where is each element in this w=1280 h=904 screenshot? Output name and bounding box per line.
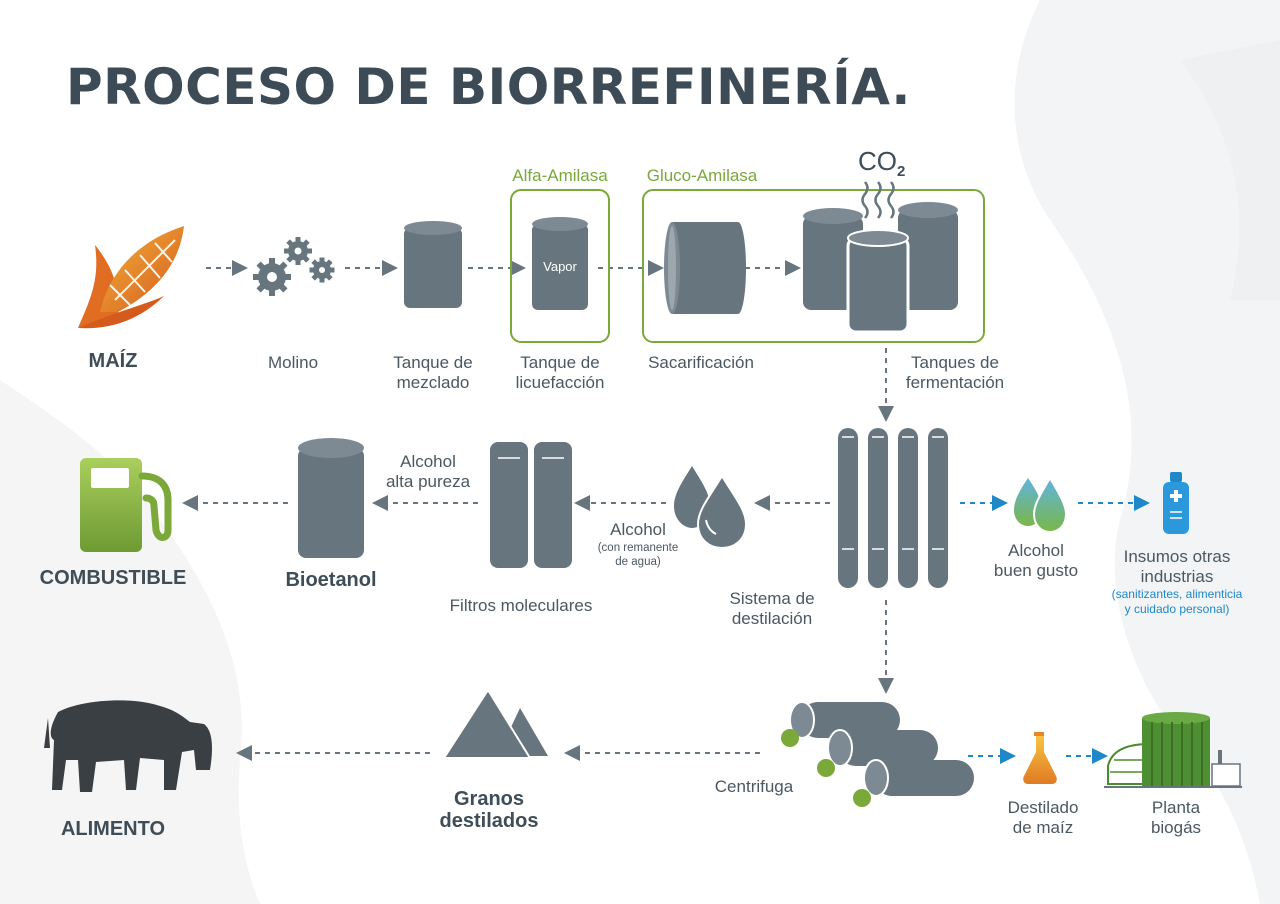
biogas-plant-icon <box>1104 712 1242 788</box>
bioethanol-tank-icon <box>298 438 364 558</box>
flask-icon <box>1023 732 1057 784</box>
maiz-label: MAÍZ <box>88 350 138 372</box>
centrifuge-icon <box>781 701 974 807</box>
cow-icon <box>44 700 212 792</box>
flow-arrows-row2 <box>182 495 894 694</box>
bioetanol-label: Bioetanol <box>285 569 377 591</box>
fermentation-tanks-icon <box>803 202 958 334</box>
combustible-label: COMBUSTIBLE <box>39 567 187 589</box>
molecular-filters-icon <box>490 442 572 568</box>
sacarificacion-label: Sacarificación <box>648 353 754 372</box>
centrifuga-label: Centrifuga <box>714 777 794 796</box>
molino-label: Molino <box>267 353 319 372</box>
distillation-columns-icon <box>838 428 948 588</box>
bottle-icon <box>1163 472 1189 534</box>
alcohol-buen-gusto-drops-icon <box>1014 475 1068 534</box>
alimento-label: ALIMENTO <box>60 818 166 840</box>
liquefaction-tank-icon <box>532 217 588 310</box>
mixing-tank-icon <box>404 221 462 308</box>
saccharification-icon <box>664 222 746 314</box>
filtros-label: Filtros moleculares <box>449 596 593 615</box>
gluco-amilasa-label: Gluco-Amilasa <box>646 166 758 185</box>
steam-icon <box>861 181 895 219</box>
co2-label: CO2 <box>858 146 906 181</box>
grain-piles-icon <box>442 688 548 759</box>
licuefaccion-box <box>510 189 610 343</box>
alcohol-label: Alcohol <box>610 520 666 539</box>
alcohol-drops-icon <box>674 466 748 550</box>
vapor-label: Vapor <box>543 259 577 274</box>
alfa-amilasa-label: Alfa-Amilasa <box>512 166 608 185</box>
gears-icon <box>253 237 335 296</box>
fuel-pump-icon <box>80 458 172 552</box>
page-title: PROCESO DE BIORREFINERÍA. <box>66 58 911 116</box>
sacarificacion-box <box>642 189 985 343</box>
corn-icon <box>78 226 184 329</box>
